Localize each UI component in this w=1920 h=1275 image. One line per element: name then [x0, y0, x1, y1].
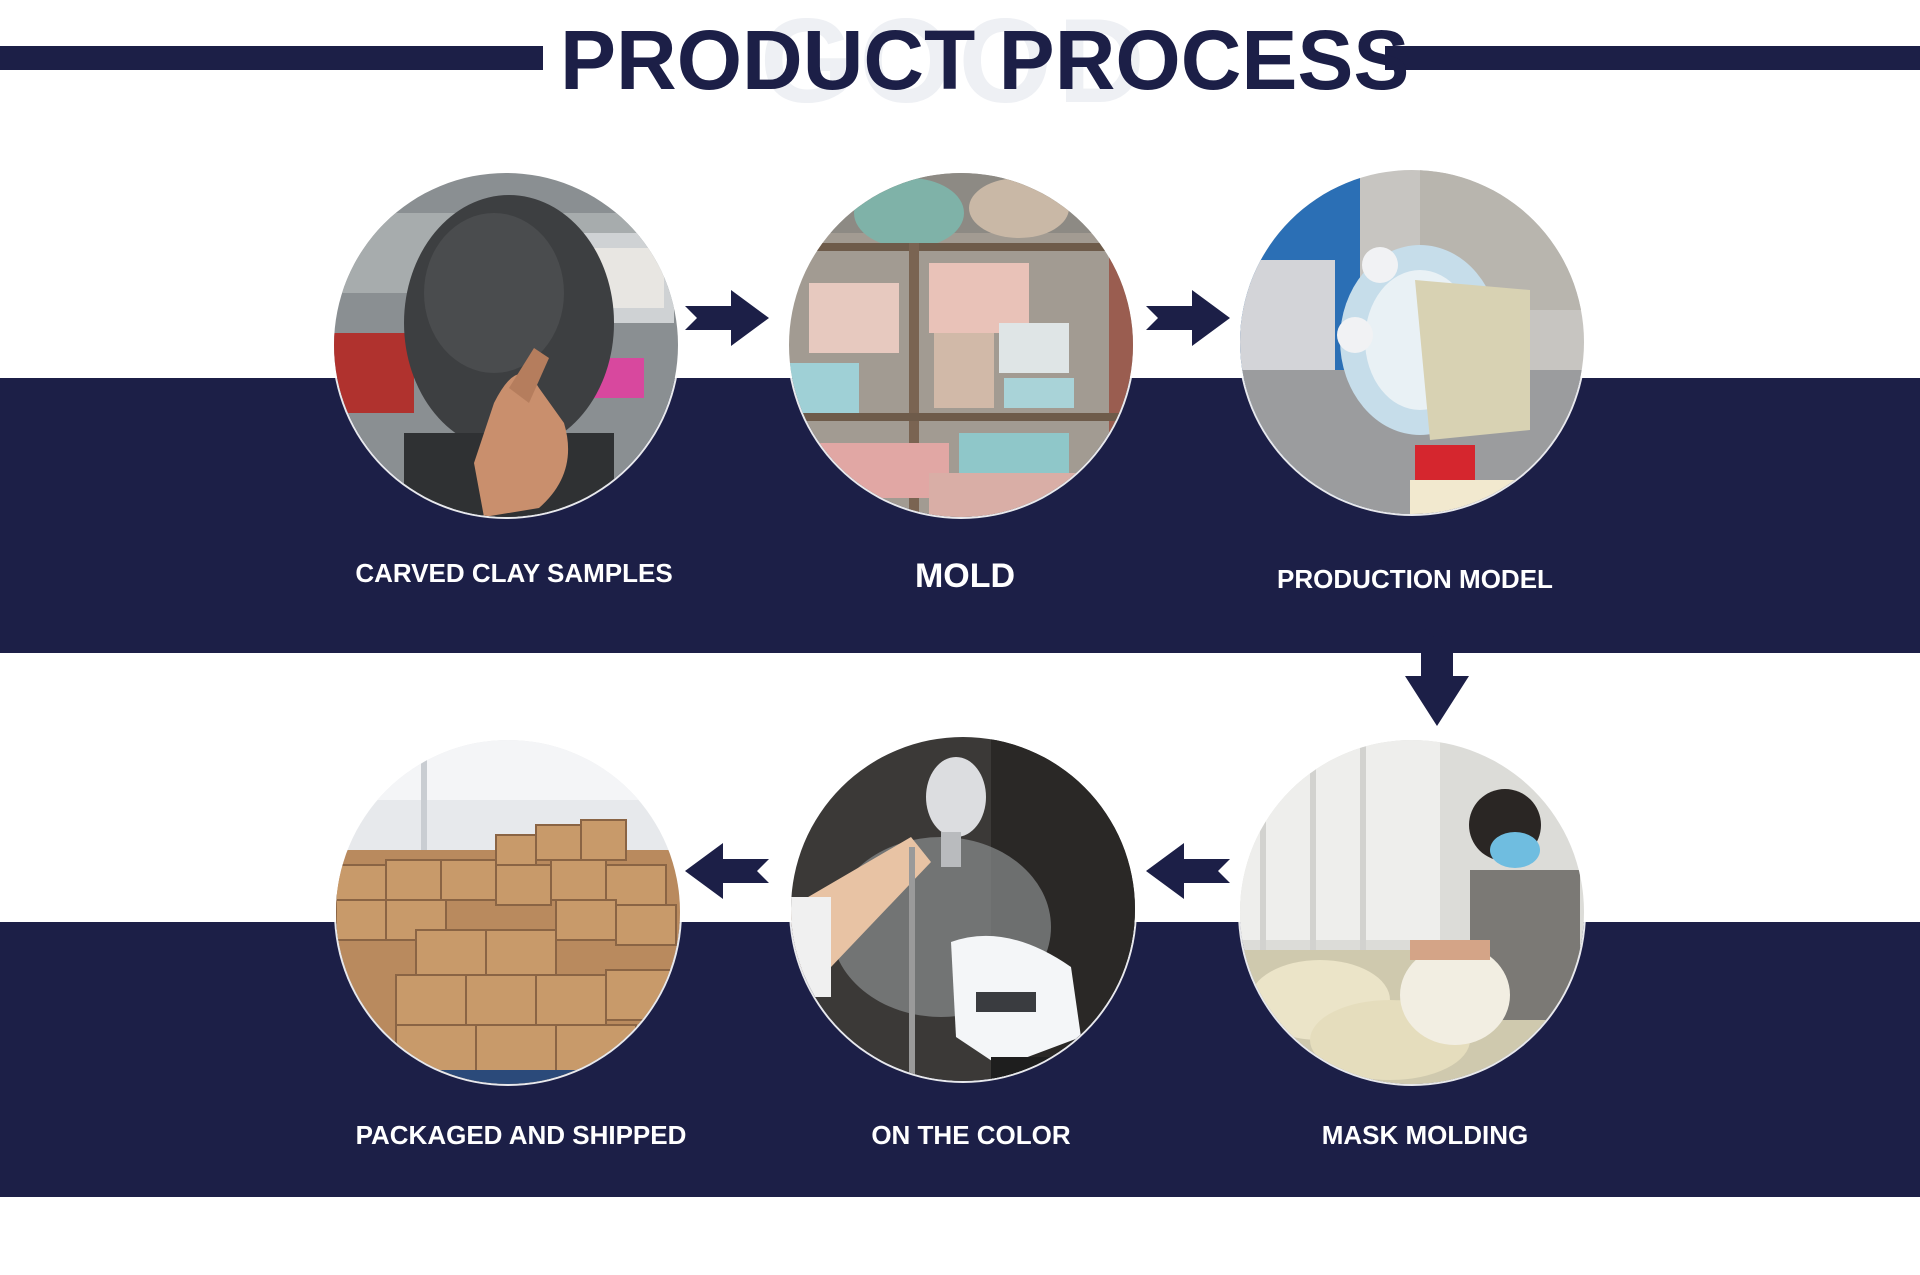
right-arrow-icon: [685, 290, 769, 346]
down-arrow-icon: [1405, 626, 1469, 726]
right-arrow-icon: [1146, 290, 1230, 346]
header-rule-right: [1385, 46, 1920, 70]
mold-shelves-photo: [789, 173, 1133, 517]
step-label-packaged-shipped: PACKAGED AND SHIPPED: [291, 1120, 751, 1151]
step-label-carved-clay: CARVED CLAY SAMPLES: [284, 558, 744, 589]
clay-head-photo: [334, 173, 678, 517]
mask-molding-photo: [1240, 740, 1584, 1084]
shipping-boxes-photo: [336, 740, 680, 1084]
step-label-mold: MOLD: [735, 557, 1195, 596]
spray-painting-photo: [791, 737, 1135, 1081]
step-label-production-model: PRODUCTION MODEL: [1185, 564, 1645, 595]
header-rule-left: [0, 46, 543, 70]
step-label-mask-molding: MASK MOLDING: [1195, 1120, 1655, 1151]
left-arrow-icon: [685, 843, 769, 899]
left-arrow-icon: [1146, 843, 1230, 899]
step-label-on-the-color: ON THE COLOR: [741, 1120, 1201, 1151]
page-title: PRODUCT PROCESS: [560, 8, 1360, 112]
production-model-photo: [1240, 170, 1584, 514]
